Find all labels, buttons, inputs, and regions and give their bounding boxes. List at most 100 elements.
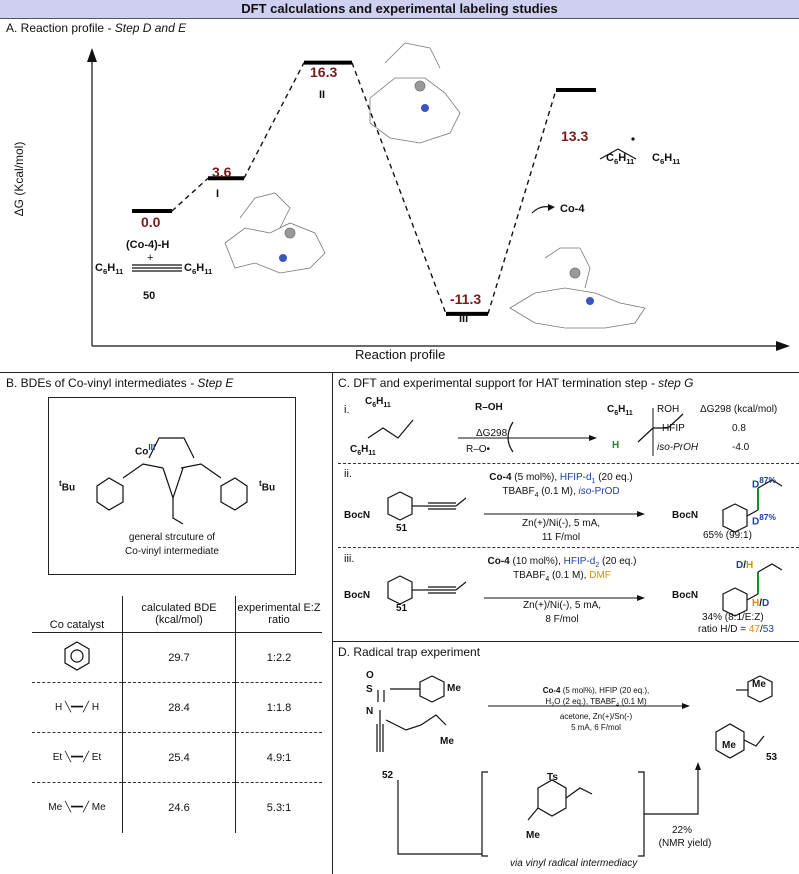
radical-trap-scheme [376, 675, 773, 857]
substrate-ii: 51 [396, 523, 408, 534]
ratio-value: 1:1.8 [235, 682, 322, 733]
label-III: III [459, 313, 469, 325]
y-axis-label-box: ΔG (Kcal/mol) [8, 120, 26, 240]
iii-yield: 34% (8:1/E:Z) [702, 612, 764, 623]
tbu-left: tBu [59, 478, 76, 494]
panel-c-title: C. DFT and experimental support for HAT … [338, 376, 694, 390]
bde-value: 28.4 [122, 682, 236, 733]
bde-value: 29.7 [122, 632, 236, 683]
i-dg-2: -4.0 [732, 442, 750, 453]
panel-b-title: B. BDEs of Co-vinyl intermediates - Step… [6, 376, 233, 390]
figure-title: DFT calculations and experimental labeli… [0, 0, 799, 19]
catalyst-diagram: H ╲━━╱ H [54, 702, 100, 713]
energy-III: -11.3 [450, 291, 482, 307]
plus-sign: + [147, 252, 154, 264]
dg-label: ΔG298 [476, 428, 508, 439]
i-head-roh: ROH [657, 404, 680, 415]
col-ratio: experimental E:Z ratio [235, 596, 322, 633]
i-head-dg: ΔG298 (kcal/mol) [700, 404, 778, 415]
panel-a-title-step: - Step D and E [107, 21, 187, 35]
boc-iii-prod: BocN [672, 590, 699, 601]
structure-render-III [509, 247, 646, 329]
structure-render-II [369, 42, 461, 144]
d-pct-2: 87% [759, 512, 776, 522]
alkyne-right-sub: C6H11 [184, 262, 213, 277]
y-axis-arrow [87, 48, 97, 62]
boc-ii: BocN [344, 510, 371, 521]
substrate-iii: 51 [396, 603, 408, 614]
divider-ii-iii [338, 547, 799, 548]
x-axis-label: Reaction profile [355, 347, 446, 362]
ii-cond-3: Zn(+)/Ni(-), 5 mA, [521, 518, 601, 529]
d-pct-1: 87% [759, 475, 776, 485]
reaction-profile-chart [87, 42, 790, 351]
iii-ratio-prefix: ratio H/D = [698, 624, 749, 635]
d-n-atom: N [366, 706, 374, 717]
panel-b-title-text: B. BDEs of Co-vinyl intermediates [6, 376, 187, 390]
panel-d-title: D. Radical trap experiment [338, 645, 481, 659]
d-yield-1: 22% [671, 825, 692, 836]
step-iii-label: iii. [344, 553, 355, 565]
iii-cond-4: 8 F/mol [545, 614, 579, 625]
ts-label: Ts [547, 772, 558, 783]
start-catalyst-text: (Co-4)-H [126, 239, 170, 251]
d-me-1: Me [447, 683, 461, 694]
bde-value: 24.6 [122, 782, 236, 833]
table-row: H ╲━━╱ H 28.4 1:1.8 [32, 682, 322, 733]
d-cond-1: Co-4 (5 mol%), HFIP (20 eq.), [542, 686, 650, 695]
structure-render-I [224, 192, 326, 274]
d-o-atom: O [366, 670, 374, 681]
alkenyl-right: C6H11 [350, 444, 376, 457]
d-s-atom: S [366, 684, 373, 695]
catalyst-diagram [32, 633, 123, 683]
divider-A [0, 372, 799, 373]
boc-ii-prod: BocN [672, 510, 699, 521]
profile-connector [351, 62, 447, 315]
catalyst-diagram: Me ╲━━╱ Me [48, 802, 106, 814]
co-vinyl-structure [96, 437, 248, 525]
z-alkene-product [599, 148, 637, 160]
col-bde: calculated BDE (kcal/mol) [122, 596, 236, 633]
step-ii-label: ii. [344, 468, 352, 480]
d-cond-3: acetone, Zn(+)/Sn(-) [559, 712, 633, 721]
ii-cond-4: 11 F/mol [541, 532, 581, 543]
energy-start: 0.0 [141, 214, 161, 230]
compound-50: 50 [143, 290, 156, 302]
co4-release-arrow [531, 206, 551, 214]
energy-II: 16.3 [310, 64, 338, 80]
ii-yield: 65% (99:1) [703, 530, 752, 541]
divider-i-ii [338, 463, 799, 464]
energy-product: 13.3 [561, 128, 589, 144]
profile-connector [171, 177, 209, 212]
d-yield-2: (NMR yield) [658, 838, 712, 849]
compound-52: 52 [382, 770, 394, 781]
divider-C-D [332, 641, 799, 642]
boc-iii: BocN [344, 590, 371, 601]
d-me-2: Me [440, 736, 454, 747]
divider-B-C [332, 372, 333, 874]
bde-value: 25.4 [122, 732, 236, 783]
panel-c-title-text: C. DFT and experimental support for HAT … [338, 376, 648, 390]
d-label-1: D87% [752, 475, 776, 491]
dh-label-1: D/H [736, 560, 754, 571]
step-ii-scheme [387, 479, 783, 533]
step-i-label: i. [344, 404, 350, 416]
d-me-5: Me [526, 830, 540, 841]
product-i-sub: C6H11 [607, 404, 633, 417]
ro-radical: R–O• [466, 444, 491, 455]
co4-label: Co-4 [560, 203, 585, 215]
table-row: Me ╲━━╱ Me 24.6 5.3:1 [32, 782, 322, 833]
label-I: I [216, 188, 220, 200]
table-row: 29.7 1:2.2 [32, 632, 322, 683]
i-roh-2: iso-PrOH [657, 442, 699, 453]
label-II: II [319, 89, 326, 101]
tbu-right: tBu [259, 478, 276, 494]
compound-53: 53 [766, 752, 778, 763]
iii-cond-2: TBABF4 (0.1 M), DMF [513, 570, 611, 583]
structure-caption-2: Co-vinyl intermediate [125, 546, 219, 557]
via-caption: via vinyl radical intermediacy [510, 858, 638, 869]
d-me-3: Me [752, 679, 766, 690]
ii-cond-2: TBABF4 (0.1 M), iso-PrOD [502, 486, 620, 499]
iii-ratio-h: 47 [748, 624, 760, 635]
d-cond-4: 5 mA, 6 F/mol [571, 723, 621, 732]
